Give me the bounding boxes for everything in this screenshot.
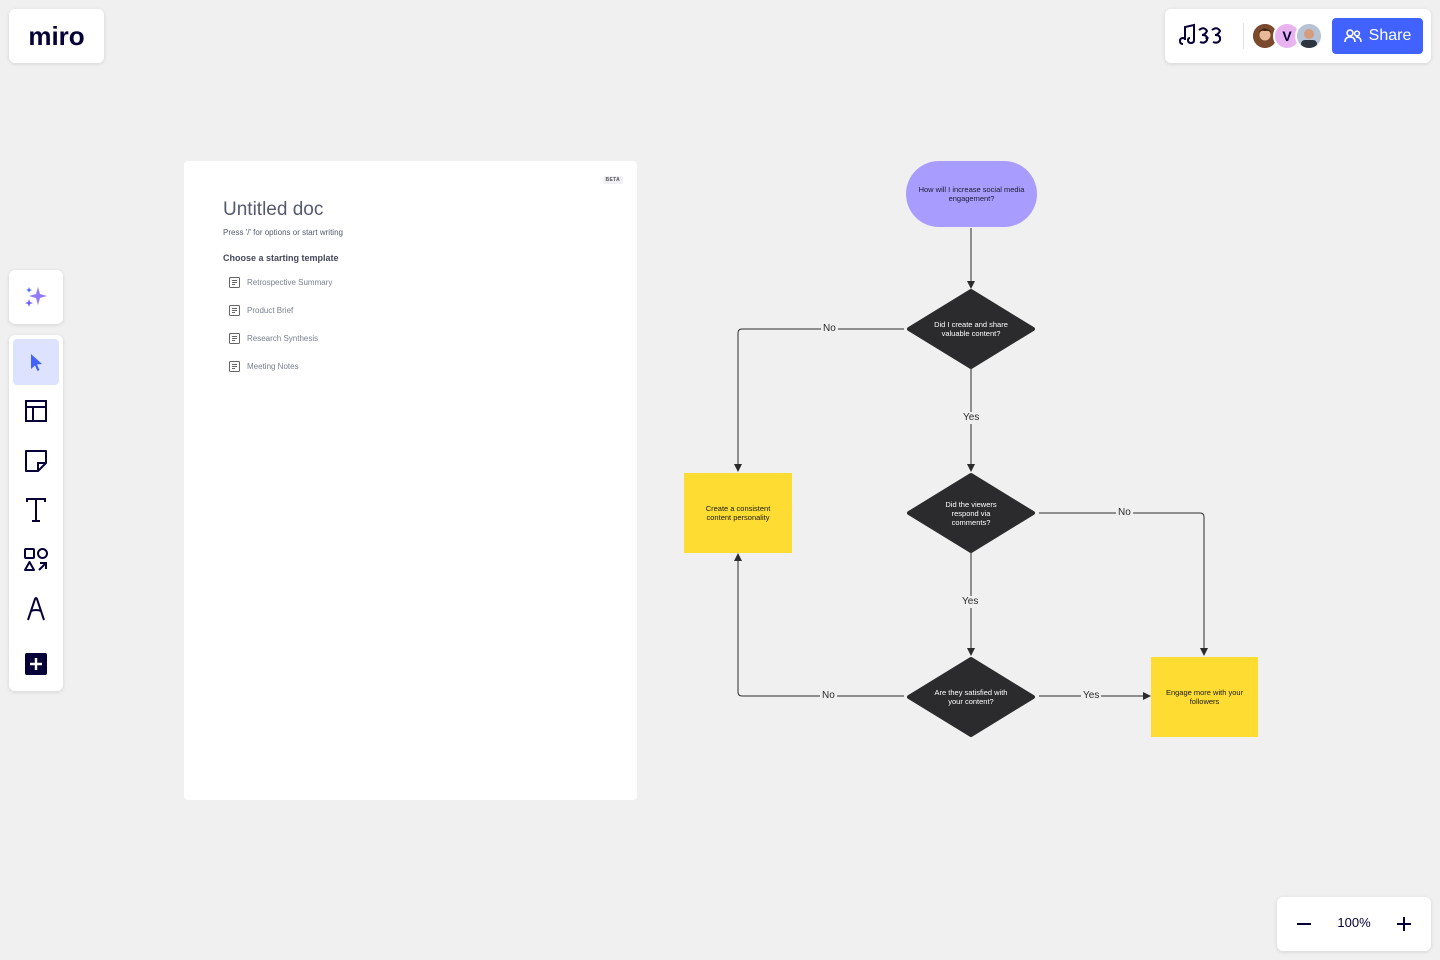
logo-text: miro xyxy=(28,20,85,51)
start-node-text: How will I increase social media engagem… xyxy=(918,185,1025,203)
document-icon xyxy=(229,276,240,288)
cursor-icon xyxy=(31,354,42,371)
connector-d3-no xyxy=(734,553,904,697)
zoom-controls: 100% xyxy=(1277,897,1431,951)
template-item[interactable]: Product Brief xyxy=(229,303,293,317)
document-icon xyxy=(229,360,240,372)
connector-d2-no xyxy=(1039,512,1208,656)
sparkles-icon xyxy=(25,287,47,307)
edge-label-d3-no: No xyxy=(820,690,837,702)
edge-label-d3-yes: Yes xyxy=(1081,690,1102,702)
shapes-icon xyxy=(24,548,48,571)
beta-badge: BETA xyxy=(602,176,623,184)
template-label: Research Synthesis xyxy=(247,333,319,343)
minus-icon xyxy=(1297,923,1311,925)
select-tool[interactable] xyxy=(13,339,59,385)
text-tool[interactable] xyxy=(13,487,59,533)
pen-tool[interactable] xyxy=(13,586,59,632)
edge-label-d2-no: No xyxy=(1116,507,1133,519)
decision-3-text[interactable]: Are they satisfied with your content? xyxy=(934,688,1008,706)
share-button[interactable]: Share xyxy=(1332,18,1423,54)
ai-assist-button[interactable] xyxy=(9,270,63,324)
template-heading: Choose a starting template xyxy=(223,253,339,263)
header-panel: V Share xyxy=(1165,9,1431,63)
miro-logo[interactable]: miro xyxy=(9,9,104,63)
template-item[interactable]: Research Synthesis xyxy=(229,331,318,345)
template-label: Product Brief xyxy=(247,305,294,315)
sticky-note-icon xyxy=(25,450,47,472)
action-left-text: Create a consistent content personality xyxy=(705,504,771,522)
board-logo-icon[interactable] xyxy=(1179,22,1231,50)
doc-panel[interactable]: BETA Untitled doc Press '/' for options … xyxy=(184,161,637,800)
zoom-out-button[interactable] xyxy=(1288,908,1320,940)
more-tools-button[interactable] xyxy=(13,641,59,687)
sticky-note-tool[interactable] xyxy=(13,438,59,484)
action-node-right[interactable]: Engage more with your followers xyxy=(1151,657,1258,737)
pen-icon xyxy=(27,597,45,621)
edge-label-d1-no: No xyxy=(821,323,838,335)
header-divider xyxy=(1243,23,1244,49)
template-item[interactable]: Meeting Notes xyxy=(229,359,299,373)
connector-d1-no xyxy=(734,328,904,472)
plus-icon xyxy=(1397,917,1411,931)
share-label: Share xyxy=(1368,27,1412,44)
decision-2-text[interactable]: Did the viewers respond via comments? xyxy=(945,499,997,527)
document-icon xyxy=(229,332,240,344)
users-icon xyxy=(1343,29,1362,43)
plus-icon xyxy=(25,653,47,675)
zoom-level[interactable]: 100% xyxy=(1337,915,1371,930)
edge-label-d1-yes: Yes xyxy=(961,412,982,424)
decision-1-text[interactable]: Did I create and share valuable content? xyxy=(934,320,1008,338)
text-icon xyxy=(26,498,46,522)
action-node-left[interactable]: Create a consistent content personality xyxy=(684,473,792,553)
document-icon xyxy=(229,304,240,316)
shapes-tool[interactable] xyxy=(13,537,59,583)
avatar[interactable] xyxy=(1295,22,1323,50)
templates-tool[interactable] xyxy=(13,388,59,434)
doc-hint: Press '/' for options or start writing xyxy=(223,228,343,237)
doc-title[interactable]: Untitled doc xyxy=(223,199,324,220)
template-item[interactable]: Retrospective Summary xyxy=(229,275,332,289)
template-label: Retrospective Summary xyxy=(247,277,333,287)
start-node[interactable]: How will I increase social media engagem… xyxy=(906,161,1037,227)
action-right-text: Engage more with your followers xyxy=(1165,688,1244,706)
edge-label-d2-yes: Yes xyxy=(960,596,981,608)
template-label: Meeting Notes xyxy=(247,361,299,371)
templates-icon xyxy=(25,400,47,422)
avatar-initial: V xyxy=(1282,28,1292,44)
left-toolbar xyxy=(9,335,63,691)
zoom-in-button[interactable] xyxy=(1388,908,1420,940)
